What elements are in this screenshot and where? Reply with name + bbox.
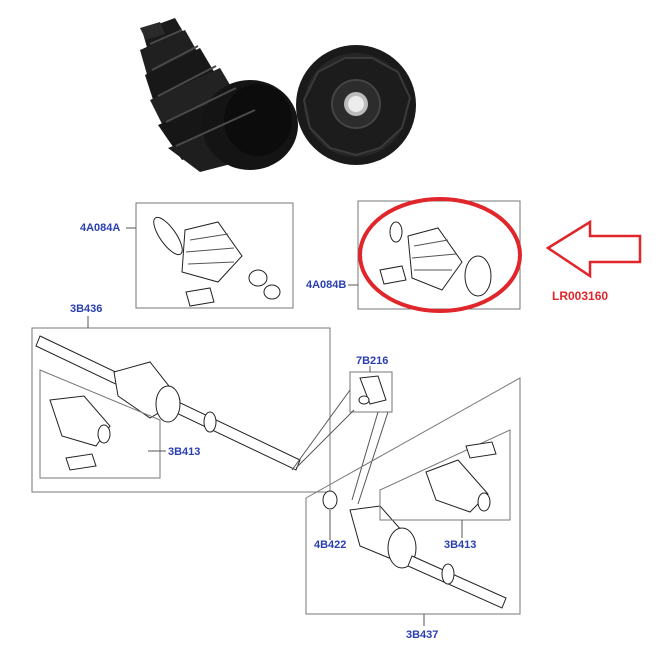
label-4b422: 4B422 (314, 539, 346, 551)
label-4a084b: 4A084B (306, 279, 346, 291)
boot-drawing-b (407, 227, 463, 291)
circlip-part (322, 490, 338, 510)
left-arrow-outline-icon (545, 219, 642, 279)
label-3b413-upper: 3B413 (168, 446, 200, 458)
boot-photo (140, 18, 298, 172)
boot-kit-a-box: 4A084A (80, 202, 294, 309)
label-4a084a: 4A084A (80, 222, 120, 234)
label-7b216: 7B216 (356, 355, 388, 367)
label-3b413-lower: 3B413 (444, 539, 476, 551)
grease-sachet-a (185, 287, 215, 307)
reference-code: LR003160 (552, 289, 608, 303)
label-3b436: 3B436 (70, 303, 102, 315)
boot-drawing-a (181, 221, 243, 283)
clamp-ring-small-a (248, 269, 268, 287)
boot-end-photo (296, 45, 416, 165)
grease-sachet-b (379, 265, 407, 285)
clamp-ring-small-b (389, 221, 403, 243)
clamp-ring-large-a (153, 216, 183, 256)
shaft-lower-box: 3B437 4B422 3B413 (305, 377, 521, 641)
fitting-box: 7B216 (291, 355, 393, 505)
drive-shaft-lower (407, 555, 507, 609)
fitting-part (359, 375, 387, 405)
highlight-circle (358, 197, 522, 313)
boot-kit-b-box: 4A084B (306, 197, 522, 313)
clamp-ring-large-b (464, 255, 492, 297)
shaft-upper-box: 3B436 3B413 (31, 303, 331, 493)
label-3b437: 3B437 (406, 629, 438, 641)
